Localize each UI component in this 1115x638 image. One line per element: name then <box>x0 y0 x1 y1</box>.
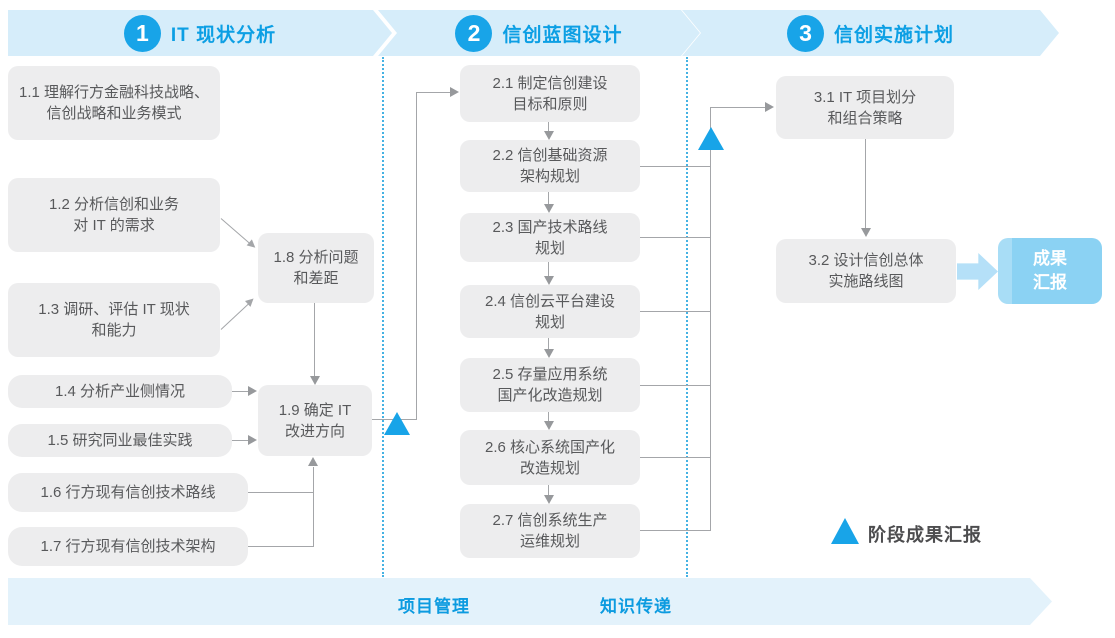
result-box: 成果 汇报 <box>998 238 1102 304</box>
task-box-1-1: 1.1 理解行方金融科技战略、 信创战略和业务模式 <box>8 66 220 140</box>
collector-2-4 <box>640 311 710 312</box>
phase-band-3-inner: 3 信创实施计划 <box>787 15 954 52</box>
arrowhead-right <box>248 386 257 396</box>
collector-2-6 <box>640 457 710 458</box>
arrowhead-down <box>544 421 554 430</box>
phase-2-title: 信创蓝图设计 <box>502 24 623 46</box>
arrowhead-down <box>544 131 554 140</box>
connector-1-3-to-1-8 <box>220 295 257 330</box>
phase-2-number-badge: 2 <box>455 15 492 52</box>
connector-1-4-to-1-9 <box>232 391 249 392</box>
connector-2-1-to-2-2 <box>548 122 549 132</box>
bottom-label-project-management: 项目管理 <box>398 597 470 616</box>
collector-2-5 <box>640 385 710 386</box>
phase-band-2-inner: 2 信创蓝图设计 <box>455 15 622 52</box>
arrowhead-down <box>310 376 320 385</box>
connector-into-3-1 <box>710 107 766 108</box>
connector-1-6-branch <box>247 492 313 493</box>
task-box-1-4: 1.4 分析产业侧情况 <box>8 375 232 408</box>
collector-2-2 <box>640 166 710 167</box>
task-box-2-6: 2.6 核心系统国产化 改造规划 <box>460 430 640 485</box>
phase-1-title: IT 现状分析 <box>170 24 277 46</box>
arrowhead-down <box>861 228 871 237</box>
arrowhead-right <box>248 435 257 445</box>
task-box-2-4: 2.4 信创云平台建设 规划 <box>460 285 640 338</box>
bottom-band <box>8 578 1052 625</box>
legend-label: 阶段成果汇报 <box>868 525 982 545</box>
arrowhead-down <box>544 495 554 504</box>
phase-divider-2-3 <box>686 57 688 577</box>
task-box-2-3: 2.3 国产技术路线 规划 <box>460 213 640 262</box>
connector-1-2-to-1-8 <box>220 218 258 251</box>
phase-band-2: 2 信创蓝图设计 <box>378 10 700 56</box>
phase-3-number-badge: 3 <box>787 15 824 52</box>
collector-2-7 <box>640 530 710 531</box>
connector-into-2-1 <box>416 92 452 93</box>
task-box-2-5: 2.5 存量应用系统 国产化改造规划 <box>460 358 640 412</box>
result-arrow <box>957 253 998 290</box>
task-box-1-9: 1.9 确定 IT 改进方向 <box>258 385 372 456</box>
arrowhead <box>246 239 258 251</box>
phase-3-title: 信创实施计划 <box>833 24 954 46</box>
arrowhead <box>244 295 257 307</box>
task-box-2-7: 2.7 信创系统生产 运维规划 <box>460 504 640 558</box>
phase-band-1: 1 IT 现状分析 <box>8 10 392 56</box>
task-box-3-2: 3.2 设计信创总体 实施路线图 <box>776 239 956 303</box>
task-box-2-1: 2.1 制定信创建设 目标和原则 <box>460 65 640 122</box>
connector-3-1-to-3-2 <box>865 139 866 229</box>
legend-milestone-triangle <box>831 518 859 544</box>
milestone-triangle-phase-1 <box>384 412 410 435</box>
connector-2-4-to-2-5 <box>548 338 549 350</box>
task-box-1-7: 1.7 行方现有信创技术架构 <box>8 527 248 566</box>
arrowhead-down <box>544 349 554 358</box>
arrowhead-right <box>765 102 774 112</box>
connector-1-7-branch <box>247 546 314 547</box>
connector-2-6-to-2-7 <box>548 485 549 496</box>
bottom-label-knowledge-transfer: 知识传递 <box>600 597 672 616</box>
collector-riser <box>710 107 711 531</box>
arrowhead-right <box>450 87 459 97</box>
task-box-1-2: 1.2 分析信创和业务 对 IT 的需求 <box>8 178 220 252</box>
phase-band-1-inner: 1 IT 现状分析 <box>124 15 276 52</box>
connector-1-5-to-1-9 <box>232 440 249 441</box>
connector-1-6-7-to-1-9 <box>313 467 314 547</box>
connector-2-5-to-2-6 <box>548 412 549 422</box>
arrowhead-down <box>544 204 554 213</box>
task-box-2-2: 2.2 信创基础资源 架构规划 <box>460 140 640 192</box>
phase-band-3: 3 信创实施计划 <box>682 10 1059 56</box>
collector-2-3 <box>640 237 710 238</box>
connector-2-2-to-2-3 <box>548 192 549 205</box>
task-box-1-3: 1.3 调研、评估 IT 现状 和能力 <box>8 283 220 357</box>
connector-2-3-to-2-4 <box>548 262 549 277</box>
task-box-1-8: 1.8 分析问题 和差距 <box>258 233 374 303</box>
phase-divider-1-2 <box>382 57 384 577</box>
connector-1-8-to-1-9 <box>314 303 315 377</box>
phase-1-number-badge: 1 <box>124 15 161 52</box>
milestone-triangle-phase-2 <box>698 127 724 150</box>
task-box-1-6: 1.6 行方现有信创技术路线 <box>8 473 248 512</box>
connector-1-9-riser <box>416 92 417 420</box>
task-box-1-5: 1.5 研究同业最佳实践 <box>8 424 232 457</box>
arrowhead-down <box>544 276 554 285</box>
task-box-3-1: 3.1 IT 项目划分 和组合策略 <box>776 76 954 139</box>
arrowhead-up <box>308 457 318 466</box>
